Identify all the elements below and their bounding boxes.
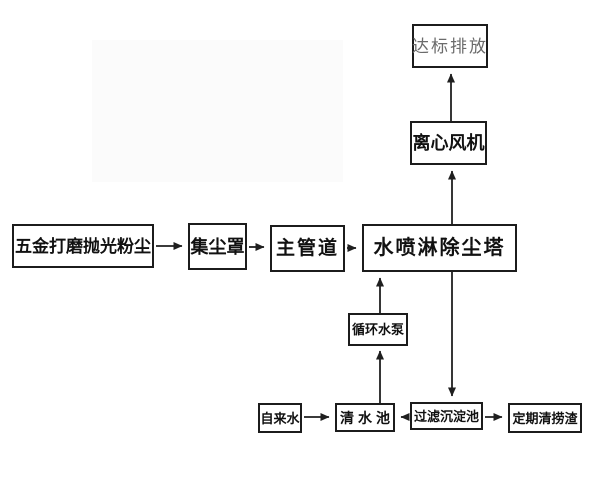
node-tap-water-label: 自来水 <box>260 410 300 426</box>
node-spray-tower-label: 水喷淋除尘塔 <box>373 237 506 259</box>
node-tap-water: 自来水 <box>258 403 302 433</box>
node-filter-sedimentation-pool: 过滤沉淀池 <box>410 402 483 430</box>
node-filter-sedimentation-pool-label: 过滤沉淀池 <box>413 408 479 424</box>
node-main-duct-label: 主管道 <box>275 238 339 259</box>
node-centrifugal-fan-label: 离心风机 <box>412 133 485 153</box>
node-dust-hood-label: 集尘罩 <box>190 236 245 257</box>
node-circulating-pump: 循环水泵 <box>348 313 408 346</box>
node-main-duct: 主管道 <box>270 225 345 272</box>
node-compliant-discharge: 达标排放 <box>412 24 488 68</box>
node-clean-water-pool-label: 清水池 <box>340 409 394 426</box>
node-compliant-discharge-label: 达标排放 <box>412 36 488 56</box>
node-dust-hood: 集尘罩 <box>188 223 247 270</box>
node-dust-source: 五金打磨抛光粉尘 <box>12 224 154 268</box>
node-periodic-slag-removal-label: 定期清捞渣 <box>512 410 578 426</box>
scan-artifact-panel <box>92 40 343 182</box>
node-dust-source-label: 五金打磨抛光粉尘 <box>15 236 151 256</box>
node-circulating-pump-label: 循环水泵 <box>351 322 404 337</box>
node-periodic-slag-removal: 定期清捞渣 <box>508 403 582 433</box>
node-clean-water-pool: 清水池 <box>335 403 395 432</box>
node-spray-tower: 水喷淋除尘塔 <box>362 224 517 272</box>
node-centrifugal-fan: 离心风机 <box>410 121 487 165</box>
